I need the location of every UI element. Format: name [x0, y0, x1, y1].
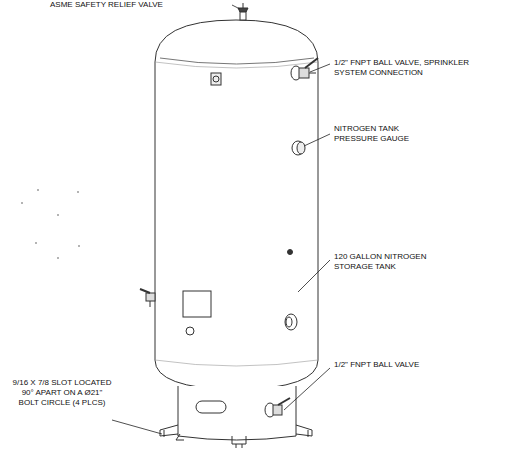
- safety-relief-valve: [238, 3, 248, 20]
- ball-valve: [291, 58, 318, 80]
- callout-label: 1/2" FNPT BALL VALVE: [334, 360, 484, 370]
- callout-label: 9/16 X 7/8 SLOT LOCATED 90° APART ON A Ø…: [12, 378, 112, 408]
- callout-label: 1/2" FNPT BALL VALVE, SPRINKLER SYSTEM C…: [334, 58, 484, 78]
- callout-label: 120 GALLON NITROGEN STORAGE TANK: [334, 252, 439, 272]
- nameplate: [183, 291, 211, 317]
- callout-label: ASME SAFETY RELIEF VALVE: [50, 0, 230, 10]
- fitting: [285, 314, 297, 330]
- fitting: [211, 73, 221, 85]
- tank-body: [155, 20, 318, 390]
- callout-label: NITROGEN TANK PRESSURE GAUGE: [334, 124, 419, 144]
- tank-skirt: [160, 386, 312, 448]
- fitting: [288, 250, 293, 255]
- leader-lines: [112, 5, 330, 434]
- pressure-gauge: [292, 141, 305, 155]
- drain-valve: [140, 289, 155, 307]
- scan-dots: [21, 189, 80, 259]
- port: [186, 327, 194, 335]
